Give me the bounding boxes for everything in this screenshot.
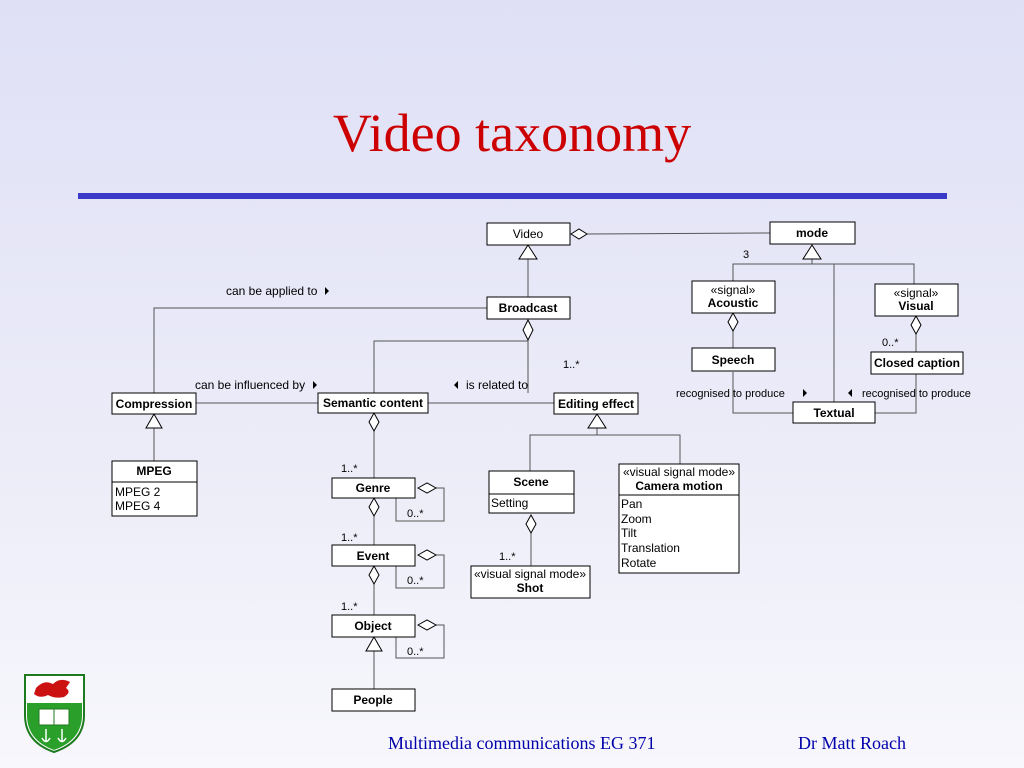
- generalization-triangle-object: [365, 635, 383, 652]
- node-semantic-content-label: Semantic content: [323, 396, 423, 410]
- node-camera-item: Zoom: [621, 512, 652, 526]
- node-shot-stereotype: «visual signal mode»: [474, 567, 586, 581]
- node-object: Object: [331, 614, 416, 638]
- multiplicity-genre-self: 0..*: [407, 508, 424, 520]
- node-shot-label: Shot: [517, 581, 544, 595]
- generalization-triangle-compression: [145, 412, 163, 429]
- node-event-label: Event: [357, 549, 390, 563]
- aggregation-diamond-visual: [910, 314, 922, 336]
- multiplicity-mode: 3: [743, 249, 749, 261]
- multiplicity-genre: 1..*: [341, 463, 358, 475]
- node-genre: Genre: [331, 477, 416, 499]
- node-scene: Scene Setting: [488, 470, 575, 514]
- generalization-triangle-editing: [587, 413, 607, 429]
- label-recognised-to-produce-right: recognised to produce: [862, 388, 971, 400]
- arrow-produce-right: [848, 389, 852, 397]
- node-object-label: Object: [354, 619, 391, 633]
- connector-markers: [145, 228, 922, 652]
- node-acoustic: «signal» Acoustic: [691, 280, 776, 314]
- node-semantic-content: Semantic content: [317, 392, 429, 414]
- node-speech: Speech: [691, 347, 776, 372]
- node-mpeg-item: MPEG 2: [115, 485, 161, 499]
- node-broadcast: Broadcast: [486, 296, 571, 320]
- label-can-be-applied-to: can be applied to: [226, 284, 318, 298]
- node-visual-stereotype: «signal»: [894, 286, 939, 300]
- aggregation-diamond-genre-self: [416, 482, 438, 494]
- node-speech-label: Speech: [712, 353, 755, 367]
- node-camera-item: Rotate: [621, 556, 657, 570]
- multiplicity-editing: 1..*: [563, 359, 580, 371]
- node-textual: Textual: [792, 401, 876, 424]
- node-shot: «visual signal mode» Shot: [470, 565, 591, 599]
- multiplicity-object-self: 0..*: [407, 646, 424, 658]
- node-textual-label: Textual: [813, 406, 854, 420]
- node-mpeg-item: MPEG 4: [115, 499, 161, 513]
- node-mpeg: MPEG MPEG 2 MPEG 4: [111, 460, 198, 517]
- multiplicity-object: 1..*: [341, 601, 358, 613]
- arrow-applied-to: [325, 287, 329, 295]
- aggregation-diamond-video: [570, 228, 588, 240]
- node-camera-motion-label: Camera motion: [635, 479, 722, 493]
- node-closed-caption: Closed caption: [870, 351, 964, 375]
- multiplicity-closed-caption: 0..*: [882, 337, 899, 349]
- node-camera-item: Translation: [621, 541, 680, 555]
- node-camera-item: Tilt: [621, 526, 637, 540]
- arrow-influenced-by: [313, 381, 317, 389]
- node-camera-stereotype: «visual signal mode»: [623, 465, 735, 479]
- node-people: People: [331, 688, 416, 712]
- node-editing-effect-label: Editing effect: [558, 397, 634, 411]
- aggregation-diamond-broadcast: [522, 318, 534, 342]
- generalization-triangle-mode: [802, 244, 822, 260]
- node-mode: mode: [769, 221, 856, 245]
- arrow-produce-left: [803, 389, 807, 397]
- node-acoustic-stereotype: «signal»: [711, 283, 756, 297]
- generalization-triangle-video: [518, 244, 538, 260]
- node-editing-effect: Editing effect: [553, 392, 639, 415]
- label-can-be-influenced-by: can be influenced by: [195, 378, 305, 392]
- aggregation-diamond-scene: [525, 513, 537, 535]
- university-crest: [24, 674, 85, 754]
- connectors: [153, 232, 917, 689]
- aggregation-diamond-acoustic: [727, 311, 739, 333]
- node-mode-label: mode: [796, 226, 828, 240]
- node-people-label: People: [353, 693, 393, 707]
- node-camera-motion: «visual signal mode» Camera motion Pan Z…: [618, 463, 740, 574]
- aggregation-diamond-event: [368, 564, 380, 586]
- node-genre-label: Genre: [356, 481, 391, 495]
- node-compression: Compression: [111, 392, 197, 415]
- node-video: Video: [486, 222, 571, 246]
- aggregation-diamond-genre: [368, 496, 380, 518]
- arrow-related-to: [454, 381, 458, 389]
- node-scene-label: Scene: [513, 475, 549, 489]
- aggregation-diamond-semantic: [368, 411, 380, 433]
- footer-course: Multimedia communications EG 371: [388, 733, 656, 753]
- slide-title: Video taxonomy: [332, 103, 692, 163]
- label-recognised-to-produce-left: recognised to produce: [676, 388, 785, 400]
- node-broadcast-label: Broadcast: [499, 301, 558, 315]
- node-mpeg-label: MPEG: [136, 464, 171, 478]
- node-visual-label: Visual: [898, 299, 933, 313]
- node-acoustic-label: Acoustic: [708, 296, 759, 310]
- association-labels: can be applied to can be influenced by i…: [195, 284, 971, 400]
- footer-author: Dr Matt Roach: [798, 733, 906, 753]
- node-event: Event: [331, 544, 416, 567]
- multiplicity-event: 1..*: [341, 532, 358, 544]
- node-camera-item: Pan: [621, 497, 642, 511]
- node-video-label: Video: [513, 227, 544, 241]
- title-rule: [78, 193, 947, 199]
- node-compression-label: Compression: [116, 397, 193, 411]
- multiplicity-shot: 1..*: [499, 551, 516, 563]
- label-is-related-to: is related to: [466, 378, 528, 392]
- node-visual: «signal» Visual: [874, 283, 959, 317]
- multiplicity-event-self: 0..*: [407, 575, 424, 587]
- node-closed-caption-label: Closed caption: [874, 356, 960, 370]
- aggregation-diamond-object-self: [416, 619, 438, 631]
- multiplicities: 3 1..* 0..* 1..* 0..* 1..* 0..* 1..* 0..…: [341, 249, 899, 658]
- node-scene-attribute: Setting: [491, 496, 528, 510]
- aggregation-diamond-event-self: [416, 549, 438, 561]
